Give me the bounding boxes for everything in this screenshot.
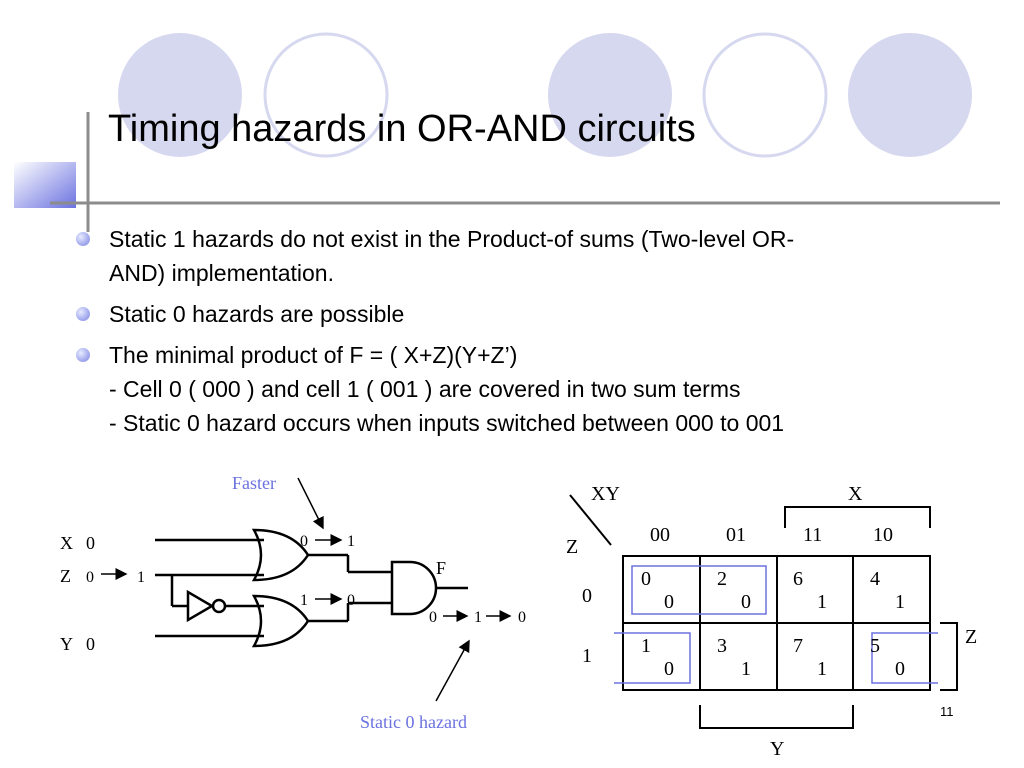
col-header: 00 (650, 524, 670, 546)
or-gate-1 (251, 528, 310, 582)
output-seq-1: 1 (474, 609, 482, 626)
output-seq-2: 0 (518, 609, 526, 626)
bullet-text-line: Static 0 hazards are possible (109, 301, 405, 327)
or1-to: 1 (347, 533, 355, 550)
slide-number: 11 (940, 704, 954, 719)
row-header: 0 (582, 585, 592, 607)
cell-value: 0 (664, 658, 674, 680)
col-header: 10 (873, 524, 893, 546)
z-label: Z (965, 626, 977, 648)
bullet-item: Static 0 hazards are possible (76, 297, 976, 331)
bullet-text-line: The minimal product of F = ( X+Z)(Y+Z’) (109, 342, 518, 368)
input-x-label: X (60, 533, 73, 553)
decor-circle-outline (263, 32, 389, 158)
decor-circle-outline (702, 32, 828, 158)
cell-index: 7 (793, 635, 803, 657)
input-z-to: 1 (137, 569, 145, 586)
col-header: 01 (726, 524, 746, 546)
input-y-label: Y (60, 634, 73, 654)
x-label: X (848, 483, 863, 505)
bullet-text-line: - Static 0 hazard occurs when inputs swi… (109, 410, 785, 436)
cell-value: 1 (895, 591, 905, 613)
kmap-corner-top: XY (591, 483, 620, 505)
output-seq-0: 0 (429, 609, 437, 626)
faster-annotation: Faster (232, 473, 276, 493)
cell-index: 0 (641, 568, 651, 590)
or-gate-2 (251, 594, 310, 648)
bullet-text-line: Static 1 hazards do not exist in the Pro… (109, 226, 795, 252)
kmap-corner-diagonal (569, 494, 612, 546)
or2-from: 1 (300, 592, 308, 609)
cell-value: 0 (895, 658, 905, 680)
cell-index: 2 (717, 568, 727, 590)
input-z-from: 0 (86, 569, 94, 586)
accent-square (14, 162, 76, 208)
z-bracket (940, 622, 958, 691)
cover-x-plus-z (631, 565, 767, 615)
cell-index: 3 (717, 635, 727, 657)
cell-value: 0 (741, 591, 751, 613)
cell-index: 4 (870, 568, 880, 590)
kmap-corner-left: Z (566, 536, 578, 558)
bullet-text-line: - Cell 0 ( 000 ) and cell 1 ( 001 ) are … (109, 376, 741, 402)
slide-title: Timing hazards in OR-AND circuits (108, 108, 696, 150)
input-z-label: Z (60, 566, 71, 586)
col-header: 11 (803, 524, 822, 546)
row-header: 1 (582, 645, 592, 667)
cell-index: 1 (641, 635, 651, 657)
bullet-item: The minimal product of F = ( X+Z)(Y+Z’) … (76, 338, 976, 440)
x-bracket (784, 506, 931, 528)
bullet-item: Static 1 hazards do not exist in the Pro… (76, 222, 976, 290)
hazard-pointer (435, 639, 470, 702)
or2-to: 0 (347, 592, 355, 609)
or1-from: 0 (300, 533, 308, 550)
cell-value: 1 (741, 658, 751, 680)
output-f-label: F (436, 558, 446, 578)
bullet-dot-icon (76, 232, 90, 246)
y-bracket (699, 705, 854, 729)
decor-circle-filled (118, 33, 242, 157)
bullet-list: Static 1 hazards do not exist in the Pro… (76, 222, 976, 447)
input-x-value: 0 (86, 533, 95, 553)
y-label: Y (770, 738, 784, 760)
bullet-dot-icon (76, 348, 90, 362)
cell-index: 6 (793, 568, 803, 590)
cell-index: 5 (870, 635, 880, 657)
cell-value: 1 (817, 658, 827, 680)
inverter-gate (186, 589, 215, 623)
faster-pointer (297, 477, 324, 530)
decor-circle-filled (548, 33, 672, 157)
input-y-value: 0 (86, 634, 95, 654)
bullet-dot-icon (76, 307, 90, 321)
hazard-annotation: Static 0 hazard (360, 712, 467, 732)
decor-circle-filled (848, 33, 972, 157)
and-gate (390, 560, 438, 616)
cell-value: 0 (664, 591, 674, 613)
cell-value: 1 (817, 591, 827, 613)
cover-y-plus-zbar-left (614, 632, 691, 684)
cover-y-plus-zbar-right (871, 632, 938, 684)
bullet-text-line: AND) implementation. (109, 260, 334, 286)
